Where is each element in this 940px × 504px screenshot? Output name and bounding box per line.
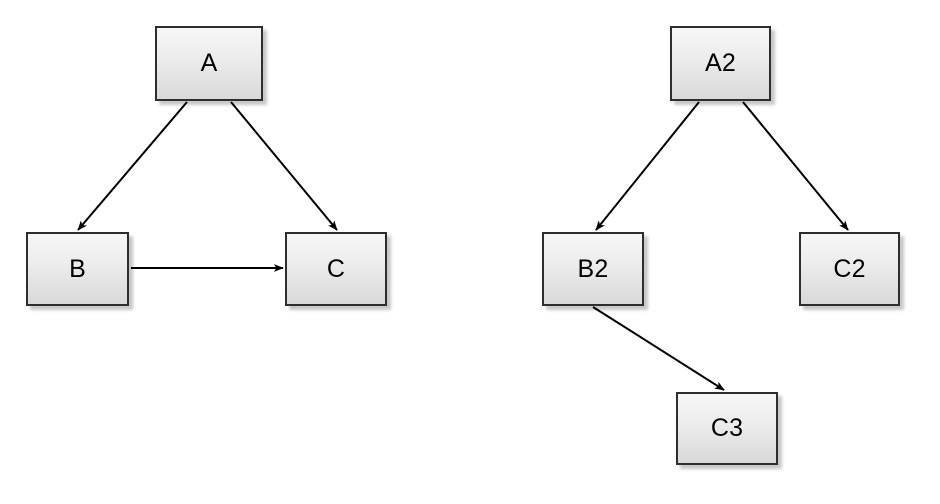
node-label-c: C	[326, 254, 346, 283]
node-b2[interactable]: B2	[542, 232, 644, 306]
node-c[interactable]: C	[285, 232, 387, 306]
node-label-c3: C3	[710, 414, 744, 442]
edge-group	[77, 101, 849, 391]
edge-a-to-c[interactable]	[230, 101, 338, 231]
node-a2[interactable]: A2	[670, 26, 771, 101]
edge-b2-to-c3[interactable]	[592, 306, 725, 391]
node-c3[interactable]: C3	[676, 392, 778, 465]
node-b[interactable]: B	[26, 232, 129, 306]
node-label-a2: A2	[705, 49, 736, 77]
edge-a2-to-c2[interactable]	[742, 101, 849, 231]
node-c2[interactable]: C2	[799, 232, 900, 306]
node-label-a: A	[200, 49, 218, 77]
node-label-c2: C2	[833, 254, 866, 283]
edge-a-to-b[interactable]	[77, 101, 188, 231]
node-label-b: B	[69, 254, 86, 283]
node-label-b2: B2	[577, 254, 609, 283]
node-a[interactable]: A	[155, 26, 263, 101]
edge-a2-to-b2[interactable]	[595, 101, 700, 231]
